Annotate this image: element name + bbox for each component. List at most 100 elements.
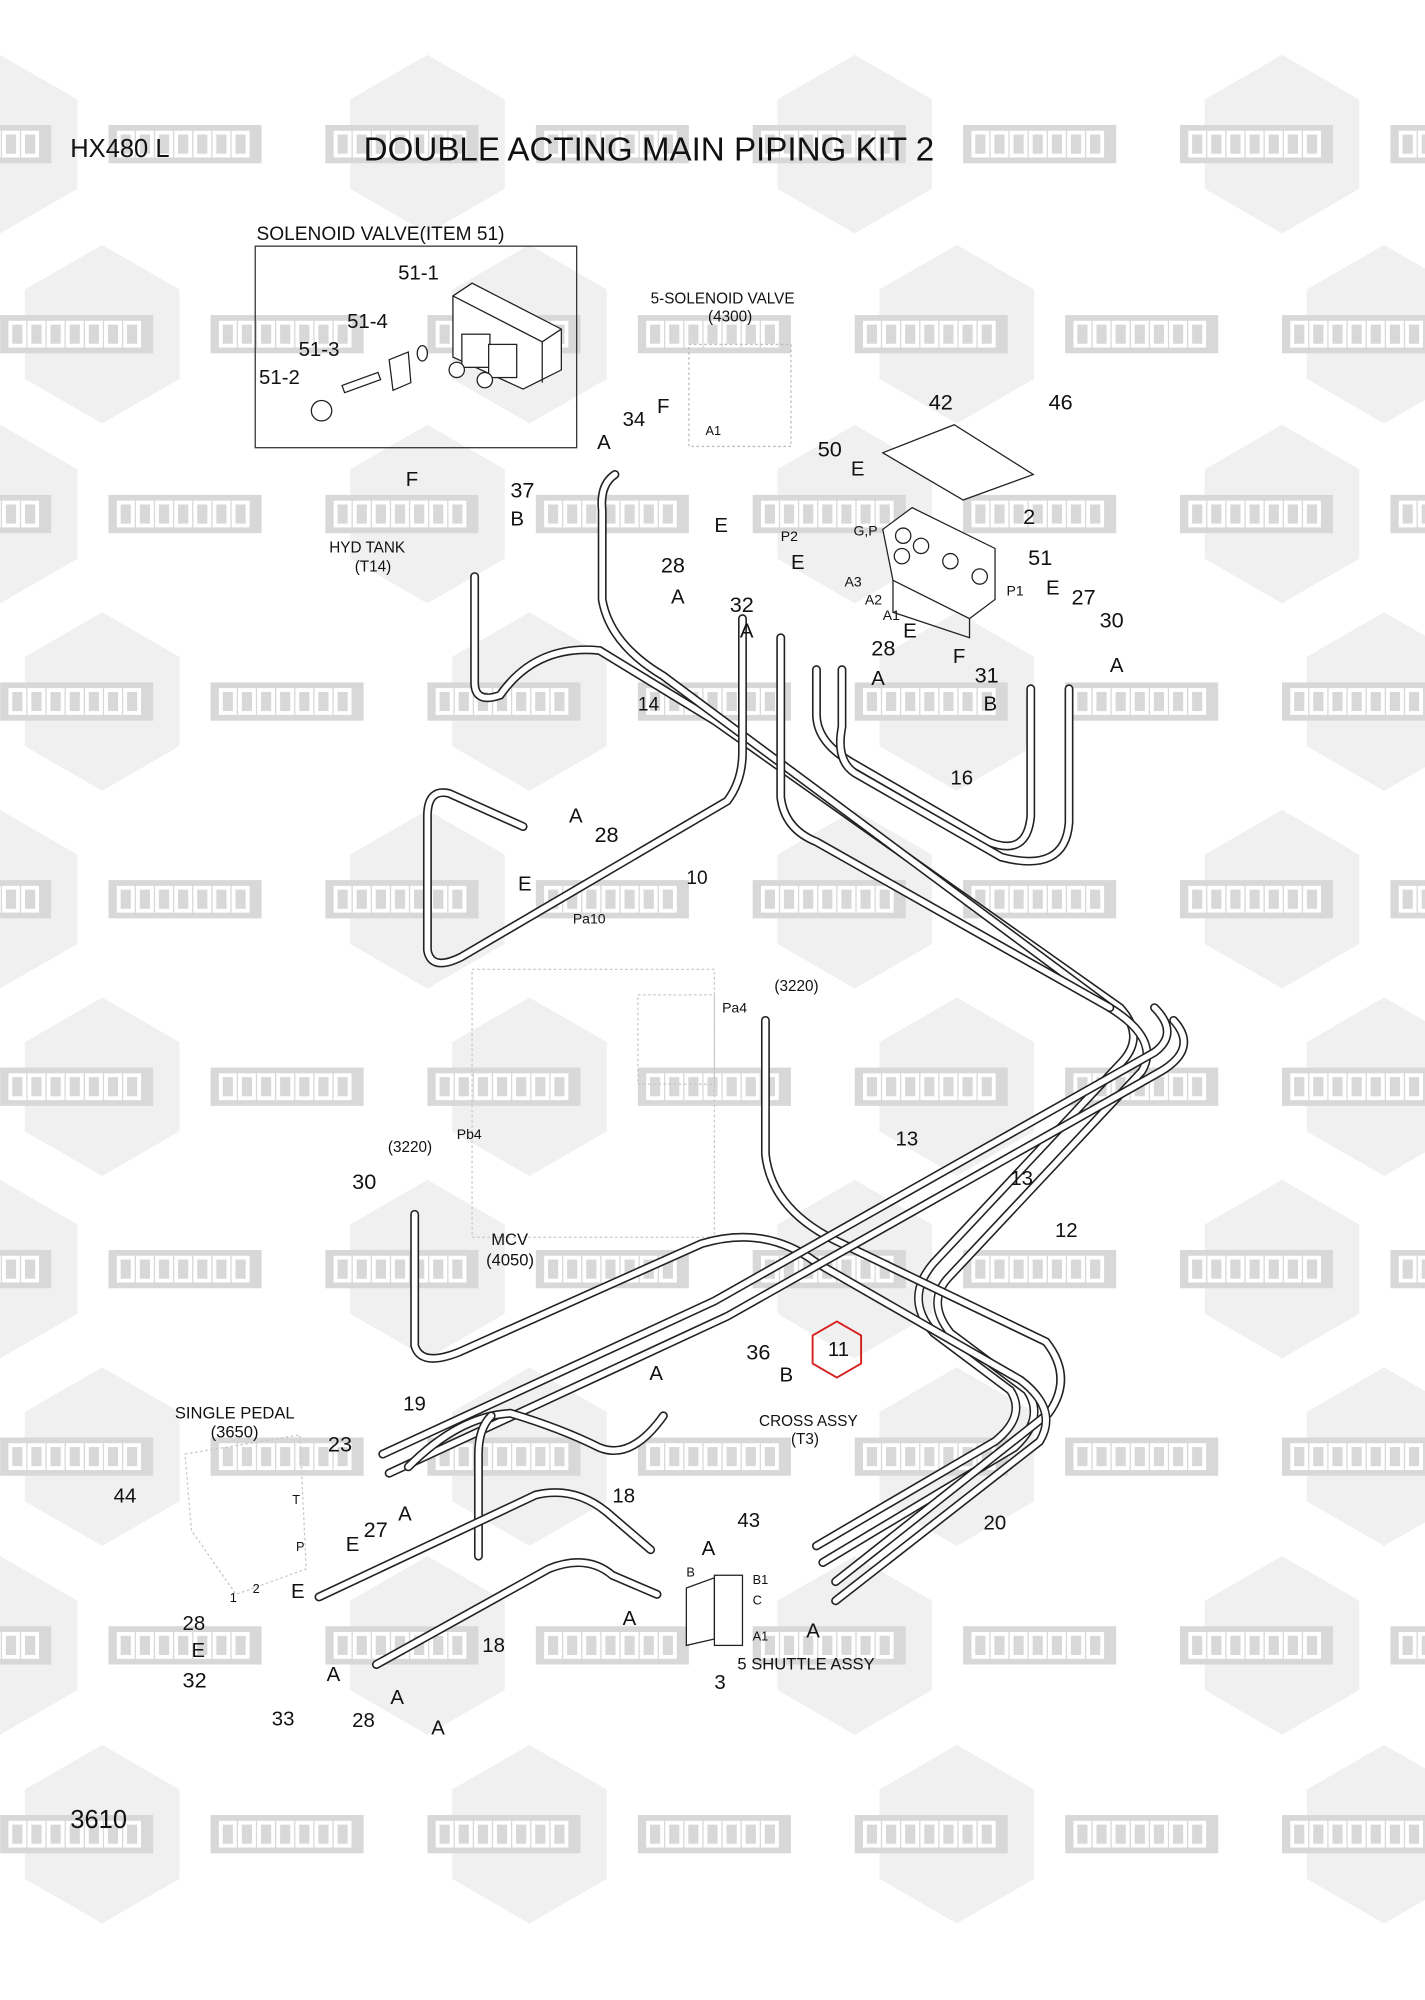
watermark-letter-shape xyxy=(27,1820,46,1848)
watermark-letter-shape xyxy=(703,320,722,348)
watermark-letter-shape xyxy=(971,130,990,158)
watermark-letter-shape xyxy=(1092,1443,1111,1471)
watermark-letter-shape xyxy=(8,1073,27,1101)
part-label: A1 xyxy=(705,423,721,438)
part-label: 13 xyxy=(1010,1168,1033,1190)
watermark-letter-shape xyxy=(818,885,837,913)
watermark-letter-shape xyxy=(371,1255,390,1283)
part-label: 20 xyxy=(984,1512,1007,1534)
watermark-letter-shape xyxy=(544,1255,562,1283)
part-label: E xyxy=(791,552,805,574)
watermark-letter-shape xyxy=(65,1820,84,1848)
watermark-letter-shape xyxy=(231,885,250,913)
watermark-letter-shape xyxy=(990,500,1009,528)
watermark-letter-shape xyxy=(1130,1443,1149,1471)
watermark-letter-shape xyxy=(1328,688,1347,715)
watermark-letter-shape xyxy=(46,320,65,348)
watermark-letter-shape xyxy=(818,1632,837,1659)
watermark-letter-shape xyxy=(352,130,371,158)
part-label: E xyxy=(851,459,865,481)
watermark-letter-shape xyxy=(971,500,990,528)
watermark-letter-shape xyxy=(1405,1820,1423,1848)
watermark-letter-shape xyxy=(174,1632,193,1659)
part-label: A xyxy=(398,1503,412,1525)
watermark-letter-shape xyxy=(722,1073,741,1101)
watermark-letter-shape xyxy=(231,1255,250,1283)
watermark-letter-shape xyxy=(1009,1632,1028,1659)
watermark-letter-shape xyxy=(454,688,473,715)
part-label: 42 xyxy=(929,389,953,414)
part-label: E xyxy=(191,1640,205,1662)
watermark-letter-shape xyxy=(295,1073,314,1101)
watermark-letter-shape xyxy=(435,688,454,715)
watermark-letter-shape xyxy=(531,1073,550,1101)
watermark-letter-shape xyxy=(333,1443,352,1471)
watermark-letter-shape xyxy=(760,1443,779,1471)
watermark-letter-shape xyxy=(155,1255,173,1283)
watermark-letter-shape xyxy=(218,1073,237,1101)
part-label: A xyxy=(806,1621,820,1643)
watermark-letter-shape xyxy=(1283,1632,1302,1659)
part-label: B xyxy=(510,509,524,531)
watermark-letter-shape xyxy=(990,885,1009,913)
mcv-4050-ghost xyxy=(471,968,716,1238)
watermark-letter-shape xyxy=(1347,688,1366,715)
highlight-label: 11 xyxy=(828,1339,849,1361)
watermark-letter-shape xyxy=(901,688,920,715)
hose-16-loop2 xyxy=(835,665,1074,866)
watermark-letter-shape xyxy=(550,1443,569,1471)
watermark-letter-shape xyxy=(977,1073,996,1101)
watermark-letter-shape xyxy=(295,1820,314,1848)
watermark-letter-shape xyxy=(21,500,40,528)
part-label: A xyxy=(327,1664,341,1686)
hose-16-loop xyxy=(811,665,1036,851)
part-label: (T3) xyxy=(791,1431,819,1448)
watermark-letter-shape xyxy=(1169,688,1187,715)
watermark-letter-shape xyxy=(760,1632,779,1659)
hose-tube xyxy=(777,634,1113,1011)
watermark-letter-shape xyxy=(1398,1255,1417,1283)
watermark-letter-shape xyxy=(391,885,409,913)
part-label: 46 xyxy=(1049,389,1073,414)
watermark-letter-shape xyxy=(1130,320,1149,348)
watermark-letter-shape xyxy=(371,1632,390,1659)
watermark-letter-shape xyxy=(1398,1632,1417,1659)
watermark-letter-shape xyxy=(882,688,900,715)
watermark-letter-shape xyxy=(155,130,173,158)
watermark-letter-shape xyxy=(1207,130,1226,158)
watermark-letter-shape xyxy=(276,1073,295,1101)
watermark-letter-shape xyxy=(799,1632,818,1659)
watermark-letter-shape xyxy=(875,1632,894,1659)
watermark-letter-shape xyxy=(1309,320,1328,348)
watermark-letter-shape xyxy=(410,130,429,158)
solenoid-valve-inset-drawing xyxy=(310,282,562,422)
watermark-letter-shape xyxy=(1303,130,1321,158)
watermark-letter-shape xyxy=(429,1255,448,1283)
watermark-letter-shape xyxy=(238,1443,256,1471)
part-label: E xyxy=(346,1534,360,1556)
watermark-letter-shape xyxy=(46,1073,65,1101)
watermark-letter-shape xyxy=(863,688,881,715)
watermark-letter-shape xyxy=(123,1443,142,1471)
watermark-letter-shape xyxy=(563,130,582,158)
watermark-letter-shape xyxy=(218,1443,237,1471)
watermark-letter-shape xyxy=(448,1255,467,1283)
watermark-letter-shape xyxy=(958,688,977,715)
part-label: Pa4 xyxy=(722,1000,747,1016)
watermark-letter-shape xyxy=(231,1632,250,1659)
watermark-letter-shape xyxy=(1245,885,1264,913)
inset-title: SOLENOID VALVE(ITEM 51) xyxy=(257,224,505,245)
watermark-letter-shape xyxy=(780,1632,798,1659)
watermark-letter-shape xyxy=(8,688,27,715)
part-label: HYD TANK xyxy=(329,539,406,556)
watermark-letter-shape xyxy=(818,500,837,528)
watermark-letter-shape xyxy=(333,1632,352,1659)
part-label: A xyxy=(740,621,754,643)
watermark-letter-shape xyxy=(1067,130,1085,158)
watermark-letter-shape xyxy=(1188,1820,1207,1848)
watermark-letter-shape xyxy=(352,885,371,913)
watermark-letter-shape xyxy=(1111,1820,1130,1848)
watermark-letter-shape xyxy=(544,1632,562,1659)
watermark-letter-shape xyxy=(1028,885,1047,913)
watermark-letter-shape xyxy=(550,1820,569,1848)
